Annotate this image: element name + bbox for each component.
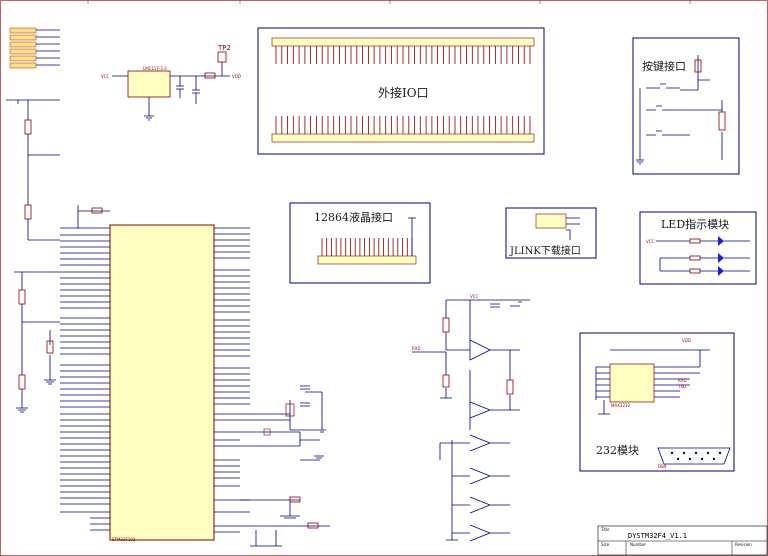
rs232-module: MAX3232 VDD DB9 232模块 RXD TXD [579, 332, 735, 472]
rs232-vdd-label: VDD [682, 338, 691, 343]
rs232-border [579, 332, 735, 472]
frame-ticks [87, 0, 691, 4]
rs232-rx-label: RXD [678, 378, 687, 383]
net-label-stack [9, 27, 60, 69]
revision-label: Revision [735, 542, 752, 547]
lcd-header-pins [321, 238, 413, 256]
shifter-vcc-label: VCC [470, 294, 479, 299]
ldo-regulator: LM1117-3.3 VCC TP2 VDD [101, 44, 241, 121]
keys-module: 按键接口 [632, 37, 740, 175]
rs232-chip-label: MAX3232 [611, 403, 631, 408]
left-pullup-network [6, 99, 60, 413]
external-io-module: 外接IO口 [257, 27, 545, 155]
size-label: Size [601, 542, 610, 547]
ldo-label: LM1117-3.3 [143, 66, 167, 71]
led-vcc-label: VCC [646, 239, 655, 244]
rs232-title: 232模块 [596, 444, 639, 457]
lcd-module: 12864液晶接口 [289, 202, 431, 284]
led-border [639, 211, 757, 285]
vcc-net-label: VCC [101, 74, 110, 79]
mcu-block: STM32F103 [60, 205, 290, 542]
led-title: LED指示模块 [661, 217, 729, 231]
vdd-net-label: VDD [232, 74, 241, 79]
title-label: Title [600, 527, 610, 532]
lcd-title: 12864液晶接口 [314, 210, 393, 224]
title-value: DYSTM32F4_V1.1 [628, 532, 687, 540]
db9-label: DB9 [658, 464, 667, 469]
oscillator-circuit [240, 385, 330, 547]
mcu-part-label: STM32F103 [112, 537, 136, 542]
test-point-label: TP2 [217, 44, 231, 52]
led-module: LED指示模块 VCC [639, 211, 757, 285]
keys-title: 按键接口 [642, 59, 686, 73]
mcu-body [109, 224, 215, 541]
lcd-border [289, 202, 431, 284]
io-header-bottom-pins [275, 116, 531, 134]
shifter-input-label: RXD [412, 346, 421, 351]
keys-border [632, 37, 740, 175]
jlink-title: JLINK下载接口 [509, 244, 581, 257]
external-io-title: 外接IO口 [378, 85, 429, 100]
io-header-top-pins [275, 46, 531, 64]
title-block: Title DYSTM32F4_V1.1 Size Number Revisio… [597, 525, 768, 556]
jlink-module: JLINK下载接口 [505, 207, 597, 259]
external-io-border [257, 27, 545, 155]
number-label: Number [630, 542, 646, 547]
level-shifter-circuit: VCC RXD [412, 294, 530, 542]
jlink-border [505, 207, 597, 259]
rs232-tx-label: TXD [677, 384, 686, 389]
